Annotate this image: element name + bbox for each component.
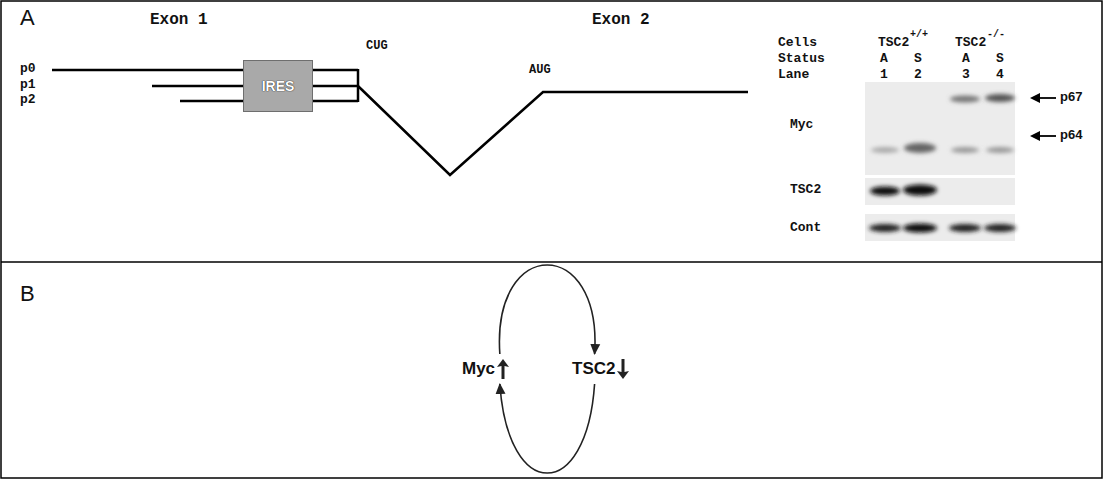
gene-structure [52,69,748,175]
node-text: Myc [462,359,495,379]
row-header: Lane [778,68,809,82]
panel-letter: B [20,282,35,306]
node-text: TSC2 [572,359,615,379]
down-arrow-symbol [617,359,629,379]
genotype-superscript: -/- [987,29,1005,40]
promoter-label: p0 [20,62,36,76]
panel-letter: A [20,6,35,30]
panel-divider [1,261,1102,263]
row-header: Status [778,52,825,66]
genotype-label: TSC2 [955,36,986,50]
band-pointer [1030,93,1056,141]
codon-label: CUG [366,40,388,53]
genotype-superscript: +/+ [910,29,928,40]
blot-label: Myc [790,118,813,132]
status-cell: S [996,52,1004,66]
status-cell: S [914,52,922,66]
status-cell: A [962,52,970,66]
lane-number: 1 [880,68,888,82]
node-text: IRES [262,78,295,94]
band-label: p67 [1060,90,1082,104]
ires-box: IRES [243,60,313,112]
blot-label: Cont [790,221,821,235]
promoter-label: p1 [20,78,36,92]
promoter-label: p2 [20,93,36,107]
up-arrow-symbol [497,359,509,379]
western-blot [865,82,1016,241]
band-label: p64 [1060,128,1082,142]
lane-number: 2 [914,68,922,82]
lane-number: 4 [996,68,1004,82]
exon-label: Exon 1 [150,12,208,30]
cycle-node: TSC2 [570,357,631,381]
cycle-node: Myc [460,357,511,381]
cycle-arrow [500,384,595,473]
row-header: Cells [778,36,817,50]
exon-label: Exon 2 [592,12,650,30]
genotype-label: TSC2 [878,36,909,50]
status-cell: A [880,52,888,66]
lane-number: 3 [962,68,970,82]
codon-label: AUG [529,64,551,77]
blot-label: TSC2 [790,183,821,197]
cycle-arrow [499,265,595,354]
